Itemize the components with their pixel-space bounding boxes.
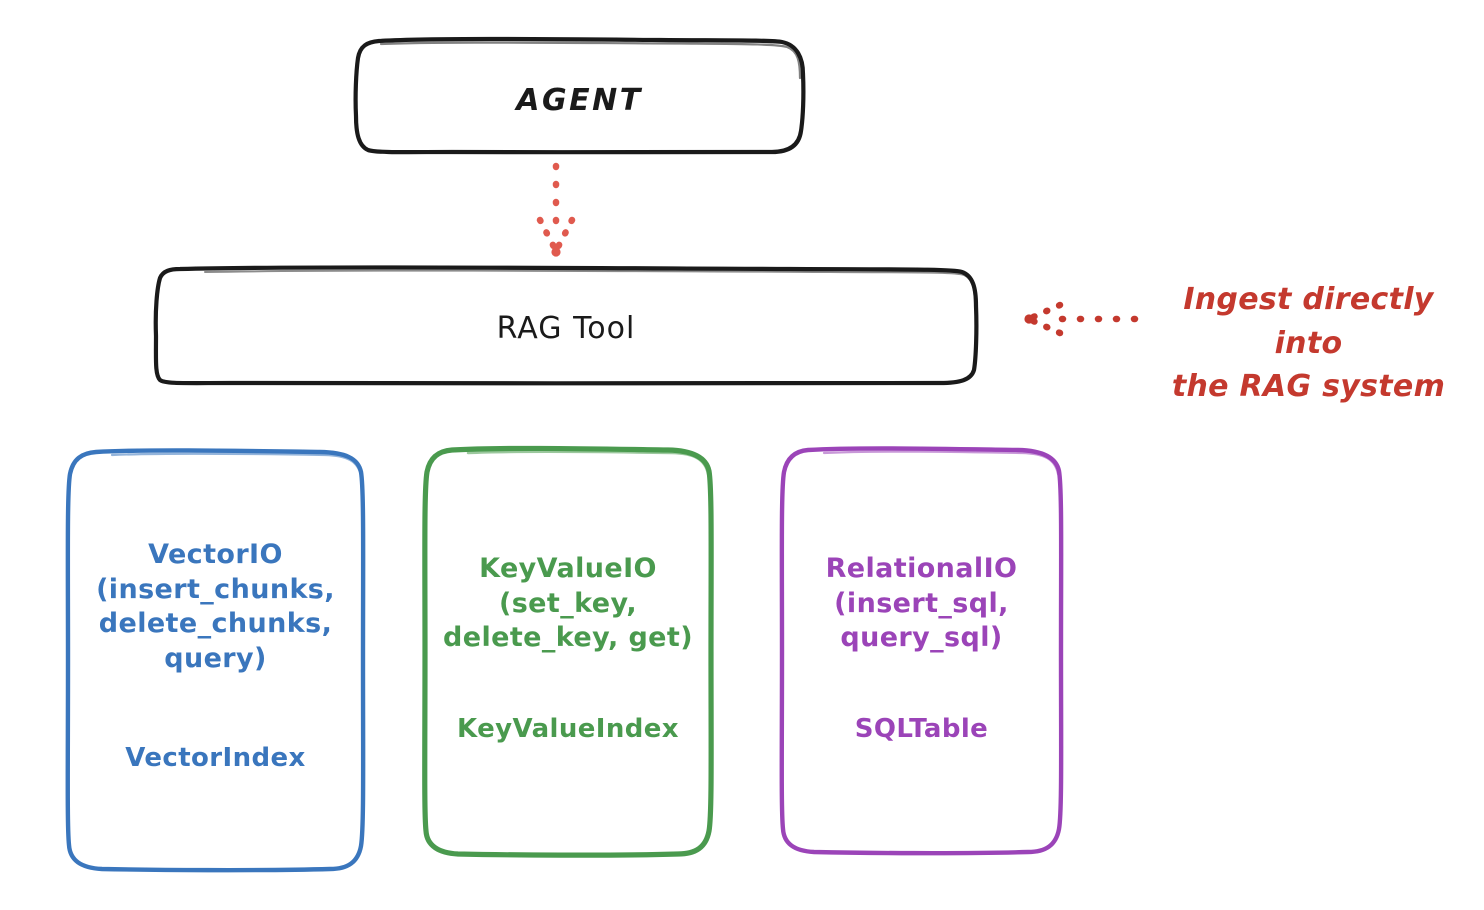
relational-io-box[interactable] xyxy=(779,446,1064,856)
ingest-annotation-text: Ingest directly into the RAG system xyxy=(1171,282,1446,404)
rag-tool-box[interactable] xyxy=(153,265,979,386)
edge-ingest-to-rag-tool xyxy=(1024,301,1139,337)
vector-io-box[interactable] xyxy=(65,448,366,873)
key-value-io-box[interactable] xyxy=(422,445,714,858)
agent-box[interactable] xyxy=(353,36,806,155)
edge-agent-to-rag-tool xyxy=(536,162,576,257)
